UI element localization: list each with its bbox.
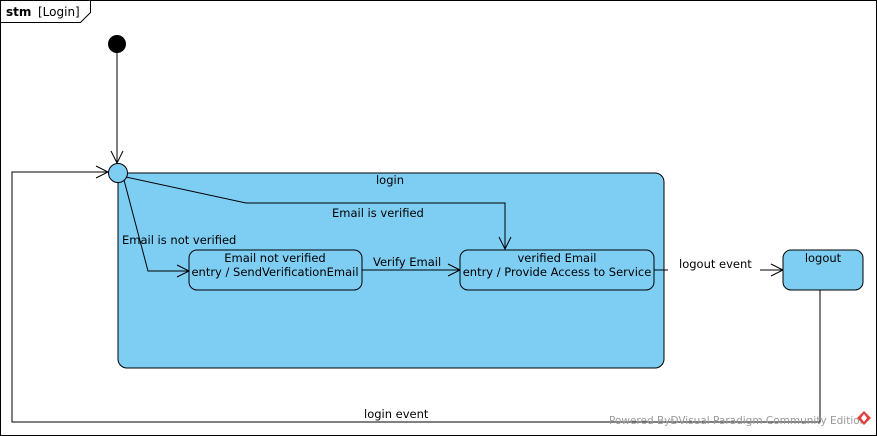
frame-name: [Login]: [38, 5, 80, 19]
state-logout[interactable]: [782, 249, 864, 291]
arrowhead-icon: [498, 236, 512, 251]
state-verified-email-entry: entry / Provide Access to Service: [463, 265, 652, 279]
transition-login-event-edge: [11, 171, 821, 423]
frame-keyword: stm: [6, 5, 31, 19]
frame-header-tab: [0, 0, 91, 23]
state-verified-email-name: verified Email: [518, 251, 597, 265]
transition-email-not-verified-label: Email is not verified: [122, 233, 236, 247]
visual-paradigm-logo-icon: [857, 411, 871, 425]
initial-pseudostate[interactable]: [108, 35, 126, 53]
state-email-not-verified-entry: entry / SendVerificationEmail: [191, 265, 358, 279]
arrowhead-icon: [95, 165, 110, 179]
transition-logout-event-label: logout event: [679, 257, 752, 271]
transition-email-not-verified-edge: [123, 179, 189, 272]
transition-verify-email-label: Verify Email: [373, 255, 441, 269]
transition-email-verified-edge: [125, 176, 506, 249]
state-logout-name: logout: [805, 251, 842, 265]
transition-email-verified-label: Email is verified: [332, 206, 424, 220]
state-email-not-verified-name: Email not verified: [224, 251, 325, 265]
entry-point[interactable]: [108, 163, 128, 183]
arrowhead-icon: [110, 150, 124, 165]
state-login-name: login: [376, 173, 404, 187]
transition-login-event-label: login event: [364, 407, 429, 421]
watermark-text: Powered ByĐVisual Paradigm Community Edi…: [609, 415, 866, 427]
